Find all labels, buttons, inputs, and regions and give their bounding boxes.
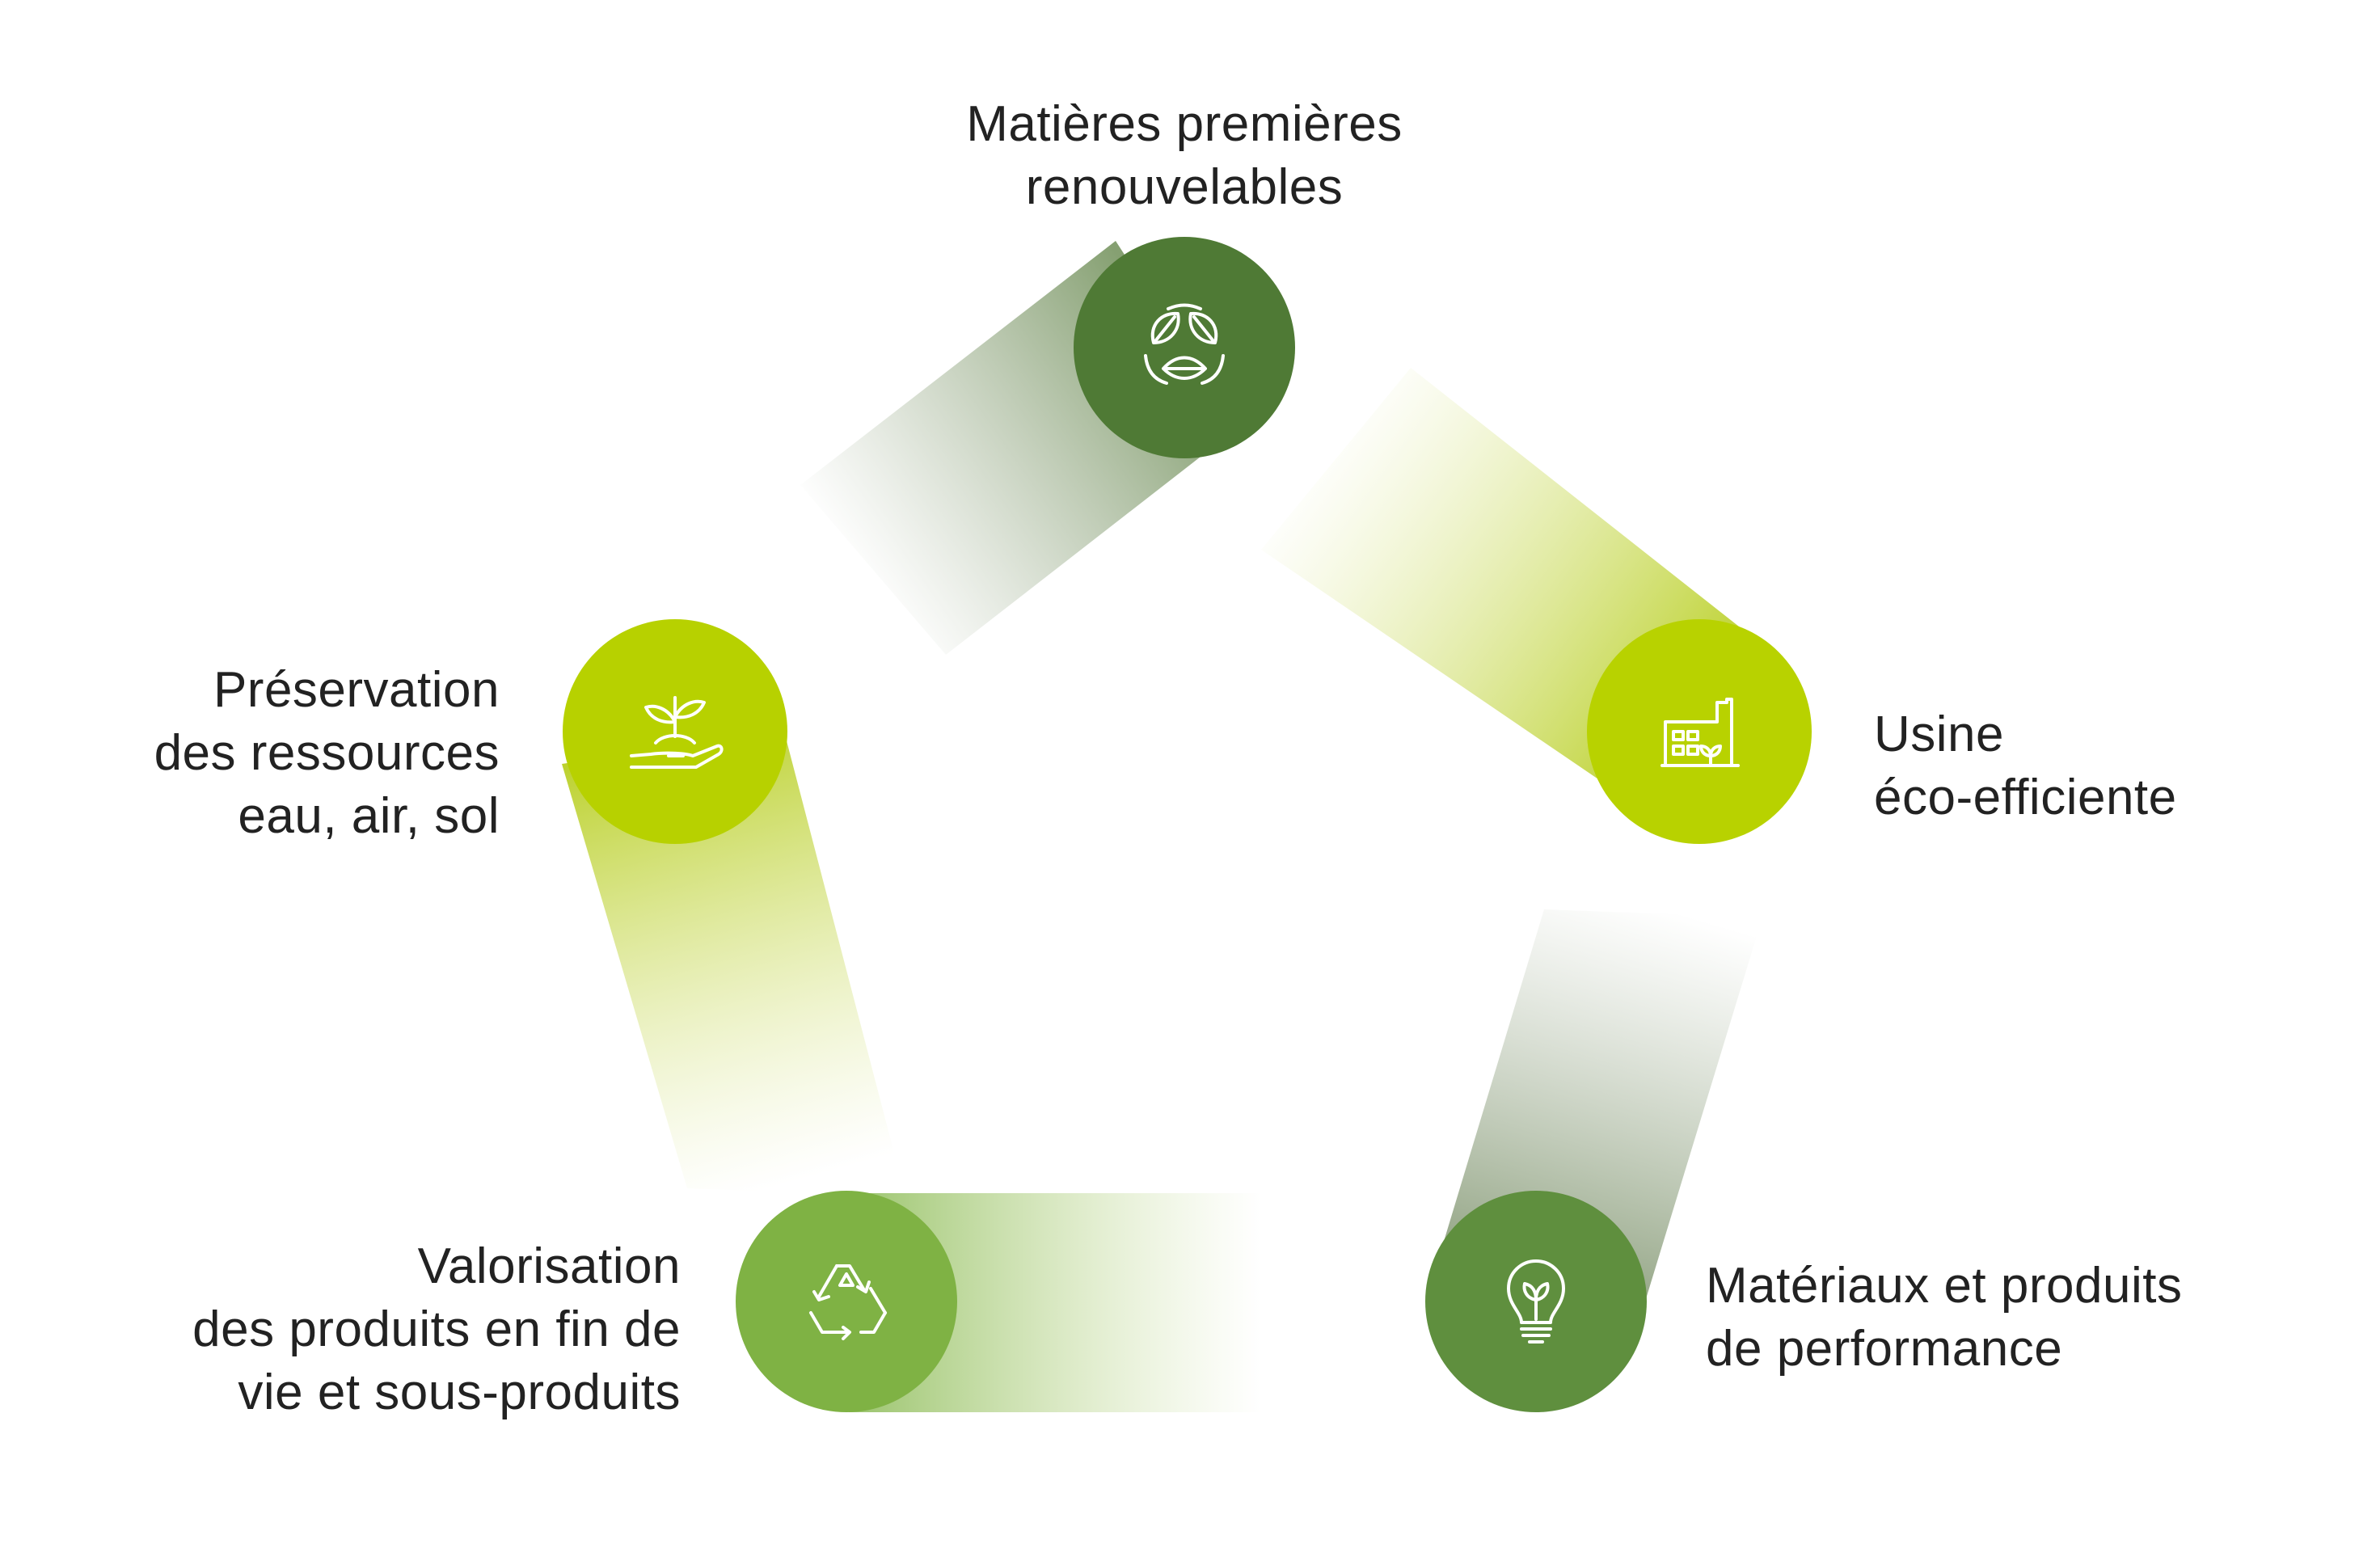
label-valorisation-line-1: Valorisation [417,1238,681,1294]
label-preservation: Préservation des ressources eau, air, so… [49,659,500,848]
label-valorisation: Valorisation des produits en fin de vie … [49,1235,681,1424]
label-materiaux-line-2: de performance [1706,1321,2063,1377]
label-usine-line-2: éco-efficiente [1874,770,2177,825]
label-matieres: Matières premières renouvelables [914,93,1455,219]
trail-preservation [562,732,905,1196]
node-valorisation-circle [736,1191,957,1412]
label-valorisation-line-3: vie et sous-produits [238,1365,681,1420]
hand-sprout-icon [630,696,724,769]
trail-valorisation [849,1193,1261,1412]
node-matieres-circle [1074,237,1295,458]
label-matieres-line-1: Matières premières [966,96,1403,152]
label-materiaux-line-1: Matériaux et produits [1706,1258,2183,1314]
label-matieres-line-2: renouvelables [1025,159,1344,215]
label-preservation-line-3: eau, air, sol [238,788,500,844]
factory-plant-icon [1661,698,1740,767]
leaves-cycle-icon [1144,303,1225,385]
label-usine-line-1: Usine [1874,707,2005,762]
lightbulb-sprout-icon [1507,1259,1565,1344]
label-usine: Usine éco-efficiente [1874,703,2327,829]
label-materiaux: Matériaux et produits de performance [1706,1255,2353,1381]
label-preservation-line-1: Préservation [213,662,500,718]
label-preservation-line-2: des ressources [154,725,500,781]
label-valorisation-line-2: des produits en fin de [192,1301,681,1357]
recycle-icon [809,1264,887,1340]
